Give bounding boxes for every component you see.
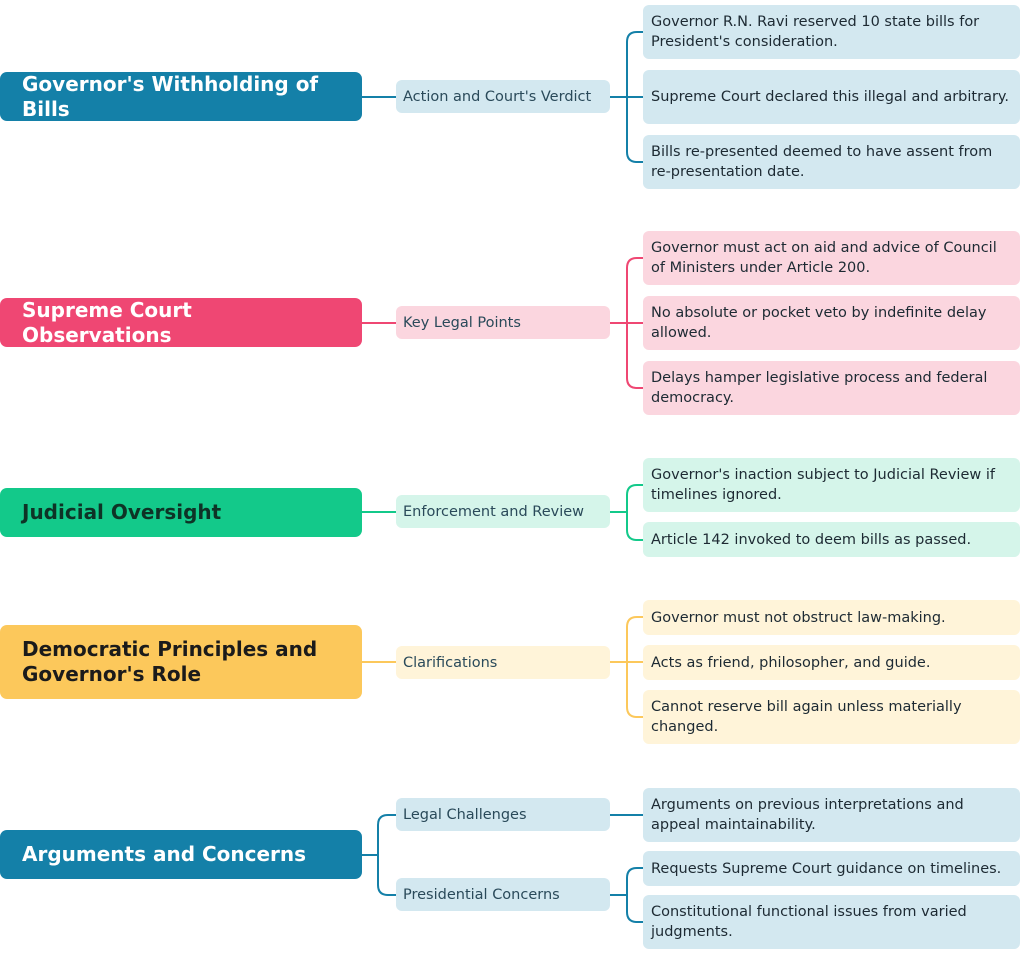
leaf-not-obstruct: Governor must not obstruct law-making. bbox=[643, 600, 1020, 635]
leaf-delays-hamper: Delays hamper legislative process and fe… bbox=[643, 361, 1020, 415]
topic-presidential-concerns: Presidential Concerns bbox=[396, 878, 610, 911]
topic-clarifications: Clarifications bbox=[396, 646, 610, 679]
leaf-bills-reserved: Governor R.N. Ravi reserved 10 state bil… bbox=[643, 5, 1020, 59]
branch-democratic-principles: Democratic Principles and Governor's Rol… bbox=[0, 625, 362, 699]
topic-action-and-courts-verdict: Action and Court's Verdict bbox=[396, 80, 610, 113]
leaf-article-200: Governor must act on aid and advice of C… bbox=[643, 231, 1020, 285]
leaf-previous-interpretations: Arguments on previous interpretations an… bbox=[643, 788, 1020, 842]
leaf-deemed-assent: Bills re-presented deemed to have assent… bbox=[643, 135, 1020, 189]
leaf-declared-illegal: Supreme Court declared this illegal and … bbox=[643, 70, 1020, 124]
branch-arguments-and-concerns: Arguments and Concerns bbox=[0, 830, 362, 879]
leaf-cannot-reserve-again: Cannot reserve bill again unless materia… bbox=[643, 690, 1020, 744]
branch-judicial-oversight: Judicial Oversight bbox=[0, 488, 362, 537]
branch-supreme-court-observations: Supreme Court Observations bbox=[0, 298, 362, 347]
leaf-friend-philosopher-guide: Acts as friend, philosopher, and guide. bbox=[643, 645, 1020, 680]
branch-governors-withholding-of-bills: Governor's Withholding of Bills bbox=[0, 72, 362, 121]
topic-enforcement-and-review: Enforcement and Review bbox=[396, 495, 610, 528]
leaf-judicial-review: Governor's inaction subject to Judicial … bbox=[643, 458, 1020, 512]
leaf-no-pocket-veto: No absolute or pocket veto by indefinite… bbox=[643, 296, 1020, 350]
topic-legal-challenges: Legal Challenges bbox=[396, 798, 610, 831]
leaf-functional-issues: Constitutional functional issues from va… bbox=[643, 895, 1020, 949]
leaf-guidance-on-timelines: Requests Supreme Court guidance on timel… bbox=[643, 851, 1020, 886]
topic-key-legal-points: Key Legal Points bbox=[396, 306, 610, 339]
leaf-article-142: Article 142 invoked to deem bills as pas… bbox=[643, 522, 1020, 557]
